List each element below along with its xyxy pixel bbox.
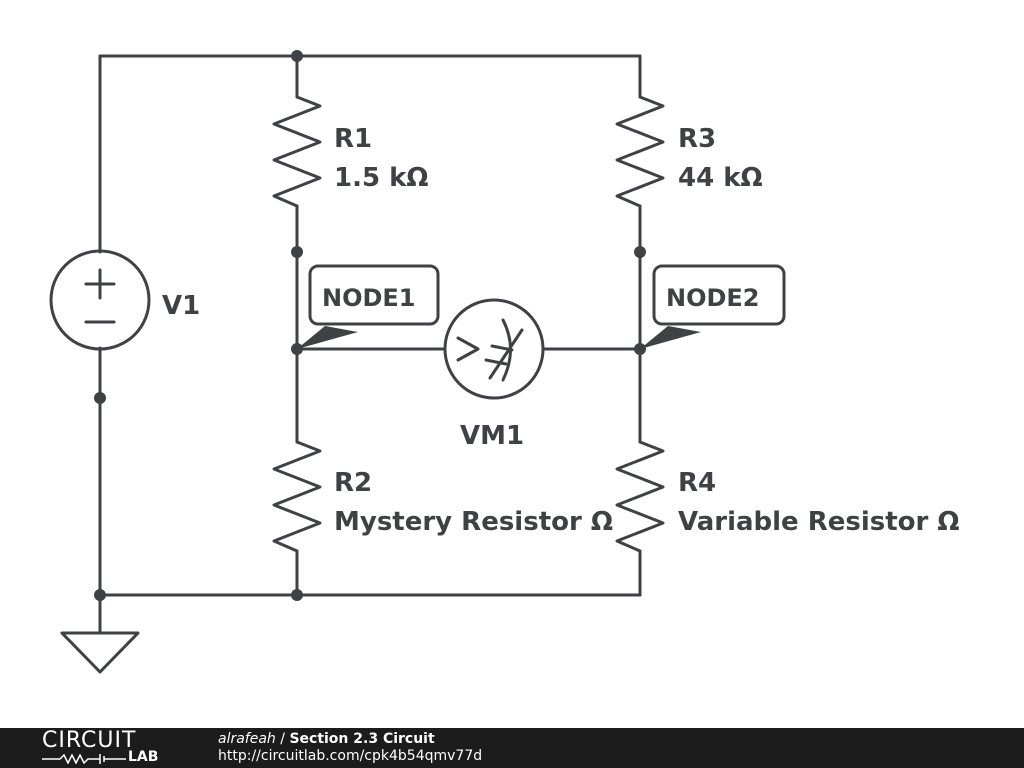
r2-label: R2 [334, 468, 372, 498]
vm1-label: VM1 [460, 421, 524, 451]
r2-value: Mystery Resistor Ω [334, 507, 613, 537]
v1-circle [49, 249, 151, 351]
resistor-r3[interactable] [615, 95, 665, 208]
author-name[interactable]: alrafeah [218, 731, 276, 747]
logo-wordmark-bottom: LAB [128, 749, 159, 765]
junction-dot [94, 392, 106, 404]
node1-text: NODE1 [322, 284, 416, 312]
circuitlab-logo[interactable]: CIRCUIT LAB [42, 730, 182, 766]
voltage-source-v1[interactable] [49, 249, 151, 351]
vm1-arrow-symbol [456, 336, 480, 362]
r3-label: R3 [678, 124, 716, 154]
junction-dot [291, 246, 303, 258]
vm1-circle [443, 298, 545, 400]
footer-credits: alrafeah / Section 2.3 Circuit http://ci… [218, 731, 482, 765]
vm1-needle [484, 328, 524, 380]
v1-label: V1 [162, 291, 200, 321]
junction-dot [634, 343, 646, 355]
junction-dot [291, 343, 303, 355]
junction-dot [291, 50, 303, 62]
logo-wordmark-top: CIRCUIT [42, 728, 137, 753]
r3-value: 44 kΩ [678, 163, 763, 193]
junction-dot [94, 589, 106, 601]
node2-tag[interactable]: NODE2 [640, 264, 786, 349]
circuit-title[interactable]: Section 2.3 Circuit [289, 731, 435, 747]
logo-resistor-icon [42, 754, 126, 764]
node1-pointer [297, 326, 358, 349]
node2-text: NODE2 [666, 284, 760, 312]
credits-separator: / [280, 731, 285, 747]
node1-box [308, 264, 440, 326]
r1-value: 1.5 kΩ [334, 163, 429, 193]
resistor-r1[interactable] [272, 95, 322, 208]
circuit-url[interactable]: http://circuitlab.com/cpk4b54qmv77d [218, 748, 483, 764]
node2-pointer [640, 326, 701, 349]
resistor-r4[interactable] [615, 440, 665, 553]
r1-label: R1 [334, 124, 372, 154]
footer-bar: CIRCUIT LAB alrafeah / Section 2.3 Circu… [0, 728, 1024, 768]
node1-tag[interactable]: NODE1 [297, 264, 440, 349]
resistor-r2[interactable] [272, 440, 322, 553]
circuit-schematic: V1 R1 1.5 kΩ R2 Mystery Resistor Ω R3 44… [49, 50, 960, 674]
node2-box [652, 264, 786, 326]
junction-dot [291, 589, 303, 601]
v1-plus-symbol [84, 268, 116, 300]
ground-symbol[interactable] [60, 631, 140, 674]
voltmeter-vm1[interactable] [443, 298, 545, 400]
junction-dot [634, 246, 646, 258]
r4-value: Variable Resistor Ω [678, 507, 960, 537]
r4-label: R4 [678, 468, 716, 498]
